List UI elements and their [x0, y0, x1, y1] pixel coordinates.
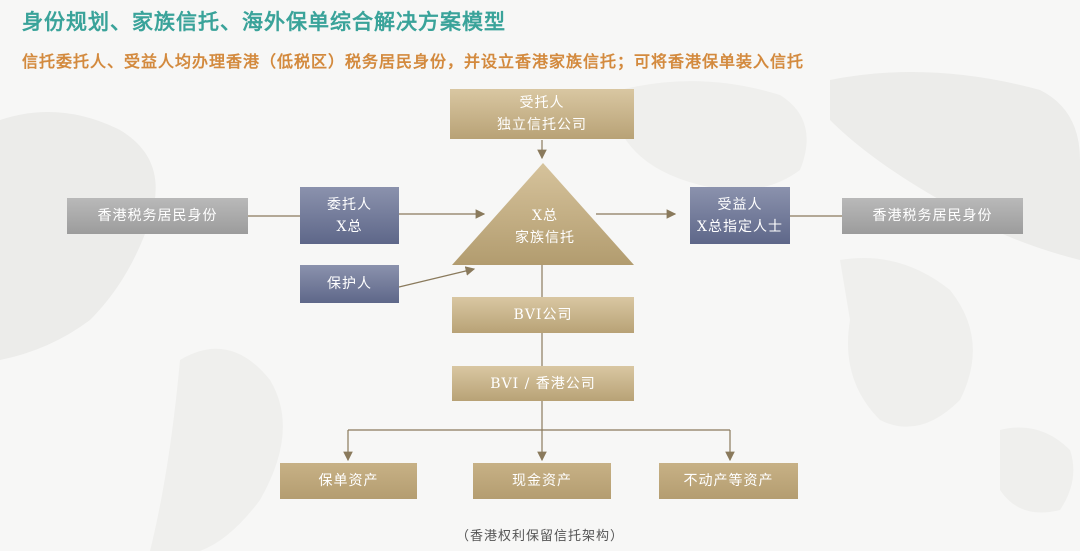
asset-property-box: 不动产等资产 [659, 463, 798, 499]
left-identity-label: 香港税务居民身份 [97, 208, 218, 224]
bvi-hk-company-box: BVI / 香港公司 [452, 366, 634, 401]
bvi-hk-company-label: BVI / 香港公司 [490, 375, 596, 392]
settlor-name: X总 [336, 218, 363, 235]
family-trust-name: 家族信托 [515, 230, 575, 246]
diagram-caption: （香港权利保留信托架构） [455, 529, 624, 544]
asset-policy-label: 保单资产 [318, 473, 379, 489]
family-trust-triangle [452, 163, 634, 265]
arrow-protector-to-trust [398, 266, 476, 288]
asset-property-label: 不动产等资产 [683, 473, 774, 489]
settlor-box: 委托人 X总 [300, 187, 399, 244]
family-trust-owner: X总 [532, 208, 558, 224]
bvi-company-label: BVI公司 [513, 307, 573, 323]
right-identity-box: 香港税务居民身份 [842, 198, 1023, 234]
asset-cash-label: 现金资产 [512, 473, 572, 489]
beneficiary-box: 受益人 X总指定人士 [690, 187, 790, 244]
family-trust-label: X总 家族信托 [470, 205, 620, 249]
page-subtitle: 信托委托人、受益人均办理香港（低税区）税务居民身份，并设立香港家族信托；可将香港… [22, 52, 805, 71]
page-title: 身份规划、家族信托、海外保单综合解决方案模型 [22, 9, 506, 34]
protector-label: 保护人 [327, 276, 372, 292]
trustee-entity: 独立信托公司 [497, 117, 587, 133]
protector-box: 保护人 [300, 265, 399, 303]
trustee-role: 受托人 [519, 95, 565, 111]
asset-cash-box: 现金资产 [473, 463, 611, 499]
bvi-company-box: BVI公司 [452, 297, 634, 333]
settlor-role: 委托人 [327, 196, 372, 213]
left-identity-box: 香港税务居民身份 [67, 198, 248, 234]
right-identity-label: 香港税务居民身份 [872, 208, 993, 224]
trustee-box: 受托人 独立信托公司 [450, 89, 634, 139]
beneficiary-name: X总指定人士 [697, 218, 783, 235]
asset-policy-box: 保单资产 [280, 463, 417, 499]
beneficiary-role: 受益人 [717, 196, 763, 213]
